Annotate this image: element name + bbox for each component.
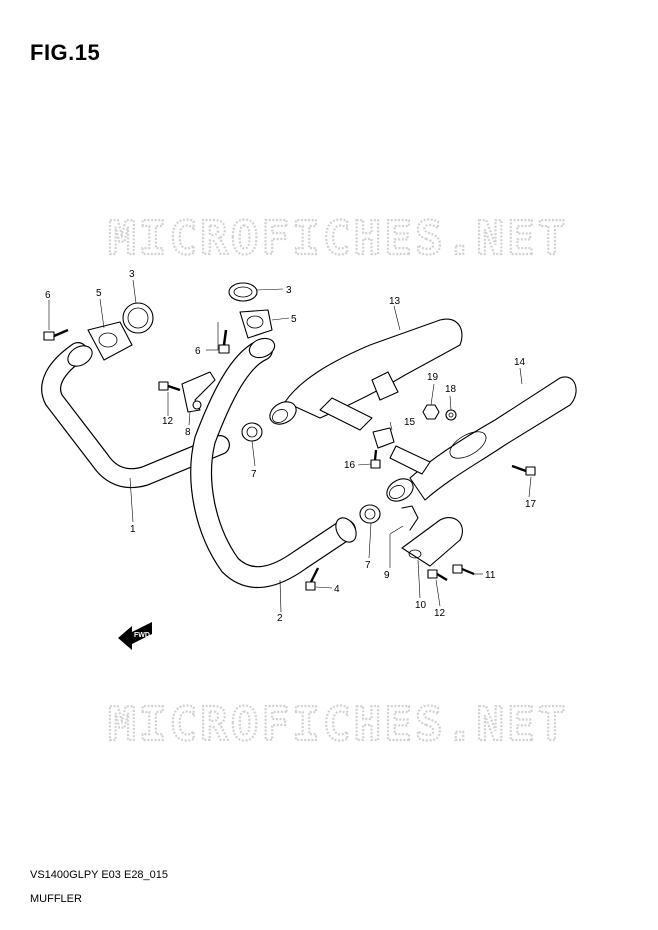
fwd-arrow-icon: FWD — [118, 622, 152, 650]
part-10-clamp-band — [401, 505, 419, 531]
part-18-washer — [445, 409, 457, 421]
callout-9: 10 — [415, 600, 427, 611]
callout-12-upper: 12 — [162, 416, 174, 427]
leader-lines — [48, 279, 532, 613]
part-6-bolt-right — [218, 329, 230, 354]
part-5-flange-right — [239, 309, 273, 339]
callout-6-right: 6 — [195, 346, 201, 357]
callout-4: 4 — [334, 584, 340, 595]
part-4-bolt — [305, 567, 320, 591]
part-3-gasket-left — [122, 302, 154, 334]
part-17-bolt — [511, 464, 536, 476]
watermark-bottom: MICROFICHES.NET — [108, 697, 568, 751]
part-14-lower-muffler — [386, 376, 577, 502]
callout-8: 8 — [185, 427, 191, 438]
part-3-gasket-right — [228, 282, 258, 302]
part-11-bolt — [452, 564, 475, 576]
callout-16: 16 — [344, 460, 356, 471]
callout-5-right: 5 — [291, 314, 297, 325]
model-code: VS1400GLPY E03 E28_015 — [30, 869, 169, 881]
callout-7-lower: 7 — [365, 560, 371, 571]
callout-15: 15 — [404, 417, 416, 428]
callout-3-right: 3 — [286, 285, 292, 296]
callout-10: 9 — [384, 570, 390, 581]
callout-2: 2 — [277, 613, 283, 624]
callout-11: 11 — [485, 570, 496, 581]
callout-14: 14 — [514, 357, 526, 368]
part-2-rear-exhaust-pipe — [190, 337, 357, 589]
callout-3-left: 3 — [129, 269, 135, 280]
callout-17: 17 — [525, 499, 537, 510]
callout-18: 18 — [445, 384, 457, 395]
part-16-bolt — [370, 449, 381, 469]
figure-title: FIG.15 — [30, 40, 101, 65]
part-15-clamp — [372, 427, 395, 449]
section-name: MUFFLER — [30, 893, 82, 905]
part-7-joint-gasket-upper — [241, 422, 263, 442]
part-6-bolt-left — [43, 328, 69, 341]
part-5-flange-left — [87, 321, 133, 361]
part-7-joint-gasket-lower — [359, 504, 381, 524]
part-19-nut — [422, 404, 440, 420]
part-1-front-exhaust-pipe — [41, 342, 230, 489]
watermark-top: MICROFICHES.NET — [108, 211, 568, 265]
part-12-bolt-lower — [427, 569, 448, 581]
callout-19: 19 — [427, 372, 439, 383]
callout-1: 1 — [130, 524, 136, 535]
part-9-bracket-lower — [401, 517, 463, 567]
callout-6-left: 6 — [45, 290, 51, 301]
svg-text:FWD: FWD — [134, 632, 150, 639]
callout-5-left: 5 — [96, 288, 102, 299]
part-12-bolt-upper — [158, 381, 181, 392]
callout-13: 13 — [389, 296, 401, 307]
callout-12-lower: 12 — [434, 608, 446, 619]
part-8-bracket — [181, 371, 216, 413]
part-13-upper-muffler — [269, 318, 463, 431]
callout-7-upper: 7 — [251, 469, 257, 480]
